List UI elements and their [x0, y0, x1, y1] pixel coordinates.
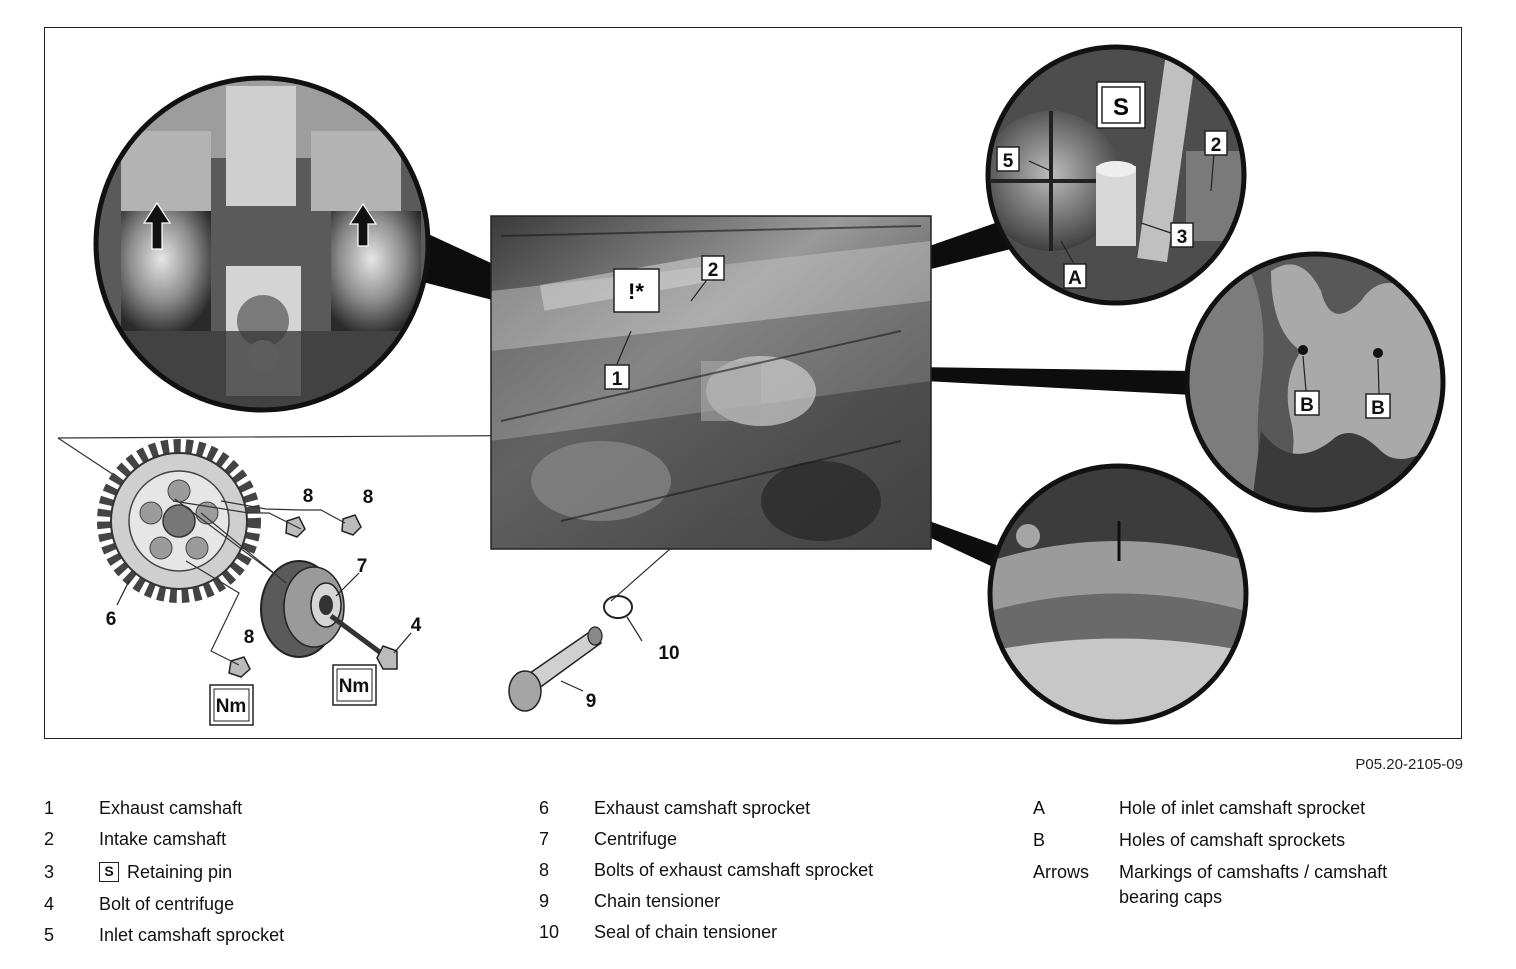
legend-item: 10 Seal of chain tensioner	[539, 917, 989, 948]
sprocket-bolts-drawing	[228, 514, 362, 678]
callout-8-a: 8	[303, 486, 314, 507]
legend-key: 5	[44, 925, 55, 945]
callout-1: 1	[612, 369, 623, 390]
callout-B-right: B	[1371, 398, 1385, 419]
legend-item: 4 Bolt of centrifuge	[44, 889, 494, 920]
legend-item: 8 Bolts of exhaust camshaft sprocket	[539, 855, 989, 886]
bolt-leader-lines	[172, 498, 346, 666]
callout-10: 10	[658, 643, 679, 664]
legend-key: 9	[539, 891, 550, 911]
legend-item: Arrows Markings of camshafts / camshaft …	[1033, 857, 1473, 910]
legend-text: Markings of camshafts / camshaft	[1119, 862, 1388, 882]
magnifier-centrifuge-marking	[987, 463, 1249, 725]
marking-arrow-left	[142, 201, 172, 250]
callout-2-photo: 2	[708, 260, 719, 281]
legend-key: Arrows	[1033, 862, 1090, 882]
magnifier-camshaft-markings	[93, 75, 431, 413]
legend-text: Inlet camshaft sprocket	[99, 925, 285, 945]
legend-key: 3	[44, 861, 55, 882]
legend-item: 2 Intake camshaft	[44, 824, 494, 855]
legend-text-continued: bearing caps	[1119, 887, 1223, 907]
legend-item: 7 Centrifuge	[539, 824, 989, 855]
legend-text: Holes of camshaft sprockets	[1119, 830, 1346, 850]
figure-code: P05.20-2105-09	[1355, 756, 1463, 773]
callout-6: 6	[106, 609, 117, 630]
torque-nm-icon-1: Nm	[216, 696, 247, 717]
legend-text: Exhaust camshaft sprocket	[594, 798, 811, 818]
legend-key: 8	[539, 860, 550, 880]
legend-item: 3 S Retaining pin	[44, 855, 494, 889]
legend-key: 7	[539, 829, 550, 849]
callout-9: 9	[586, 691, 597, 712]
legend-text: Bolt of centrifuge	[99, 894, 235, 914]
legend-key: 4	[44, 894, 55, 914]
seal-drawing	[603, 595, 633, 619]
legend-item: 6 Exhaust camshaft sprocket	[539, 793, 989, 824]
callout-5: 5	[1003, 151, 1014, 172]
retaining-pin-tool-icon: S	[99, 862, 119, 882]
magnifier-sprocket-holes	[1184, 251, 1446, 513]
marking-arrow-right	[348, 202, 378, 247]
svg-text:S: S	[1113, 94, 1129, 121]
legend-key: 10	[539, 922, 560, 942]
legend-key: 2	[44, 829, 55, 849]
legend-key: A	[1033, 798, 1046, 818]
callout-3: 3	[1177, 227, 1188, 248]
callout-4: 4	[411, 615, 422, 636]
legend-column-3: A Hole of inlet camshaft sprocket B Hole…	[1033, 793, 1473, 910]
legend-text: Retaining pin	[127, 861, 233, 882]
legend-text: Intake camshaft	[99, 829, 227, 849]
legend-item: 1 Exhaust camshaft	[44, 793, 494, 824]
legend-item: 9 Chain tensioner	[539, 886, 989, 917]
legend-text-multiline: Markings of camshafts / camshaft bearing…	[1119, 860, 1387, 910]
legend-item: A Hole of inlet camshaft sprocket	[1033, 793, 1473, 824]
callout-B-left: B	[1300, 395, 1314, 416]
legend-key: 6	[539, 798, 550, 818]
callout-leaders	[116, 152, 1380, 692]
legend-item: 5 Inlet camshaft sprocket	[44, 920, 494, 951]
exhaust-camshaft-sprocket-drawing	[97, 439, 261, 603]
callouts: 1 2 2 3 5 A B B 8 8 8 7 6 4 10 9 Nm	[106, 130, 1391, 726]
engine-timing-illustration: !*	[57, 44, 1446, 726]
legend-item: B Holes of camshaft sprockets	[1033, 824, 1473, 857]
centrifuge-bolt-drawing	[329, 613, 398, 670]
callout-8-b: 8	[363, 487, 374, 508]
callout-8-c: 8	[244, 627, 255, 648]
callout-A: A	[1068, 268, 1082, 289]
legend-key: B	[1033, 830, 1046, 850]
callout-2-magnifier: 2	[1211, 135, 1222, 156]
callout-7: 7	[357, 556, 368, 577]
chain-tensioner-drawing	[508, 626, 603, 712]
legend-column-2: 6 Exhaust camshaft sprocket 7 Centrifuge…	[539, 793, 989, 948]
legend-text: Centrifuge	[594, 829, 678, 849]
legend-text: Exhaust camshaft	[99, 798, 243, 818]
centrifuge-drawing	[260, 560, 345, 658]
torque-nm-icon-2: Nm	[339, 676, 370, 697]
legend-key: 1	[44, 798, 55, 818]
figure-frame: !*	[44, 27, 1462, 739]
legend-column-1: 1 Exhaust camshaft 2 Intake camshaft 3 S…	[44, 793, 494, 951]
legend-text: Seal of chain tensioner	[594, 922, 778, 942]
svg-text:!*: !*	[628, 279, 644, 304]
legend-text: Chain tensioner	[594, 891, 721, 911]
legend-text: Bolts of exhaust camshaft sprocket	[594, 860, 874, 880]
legend-text: Hole of inlet camshaft sprocket	[1119, 798, 1366, 818]
magnifier-retaining-pin: S	[985, 44, 1247, 306]
